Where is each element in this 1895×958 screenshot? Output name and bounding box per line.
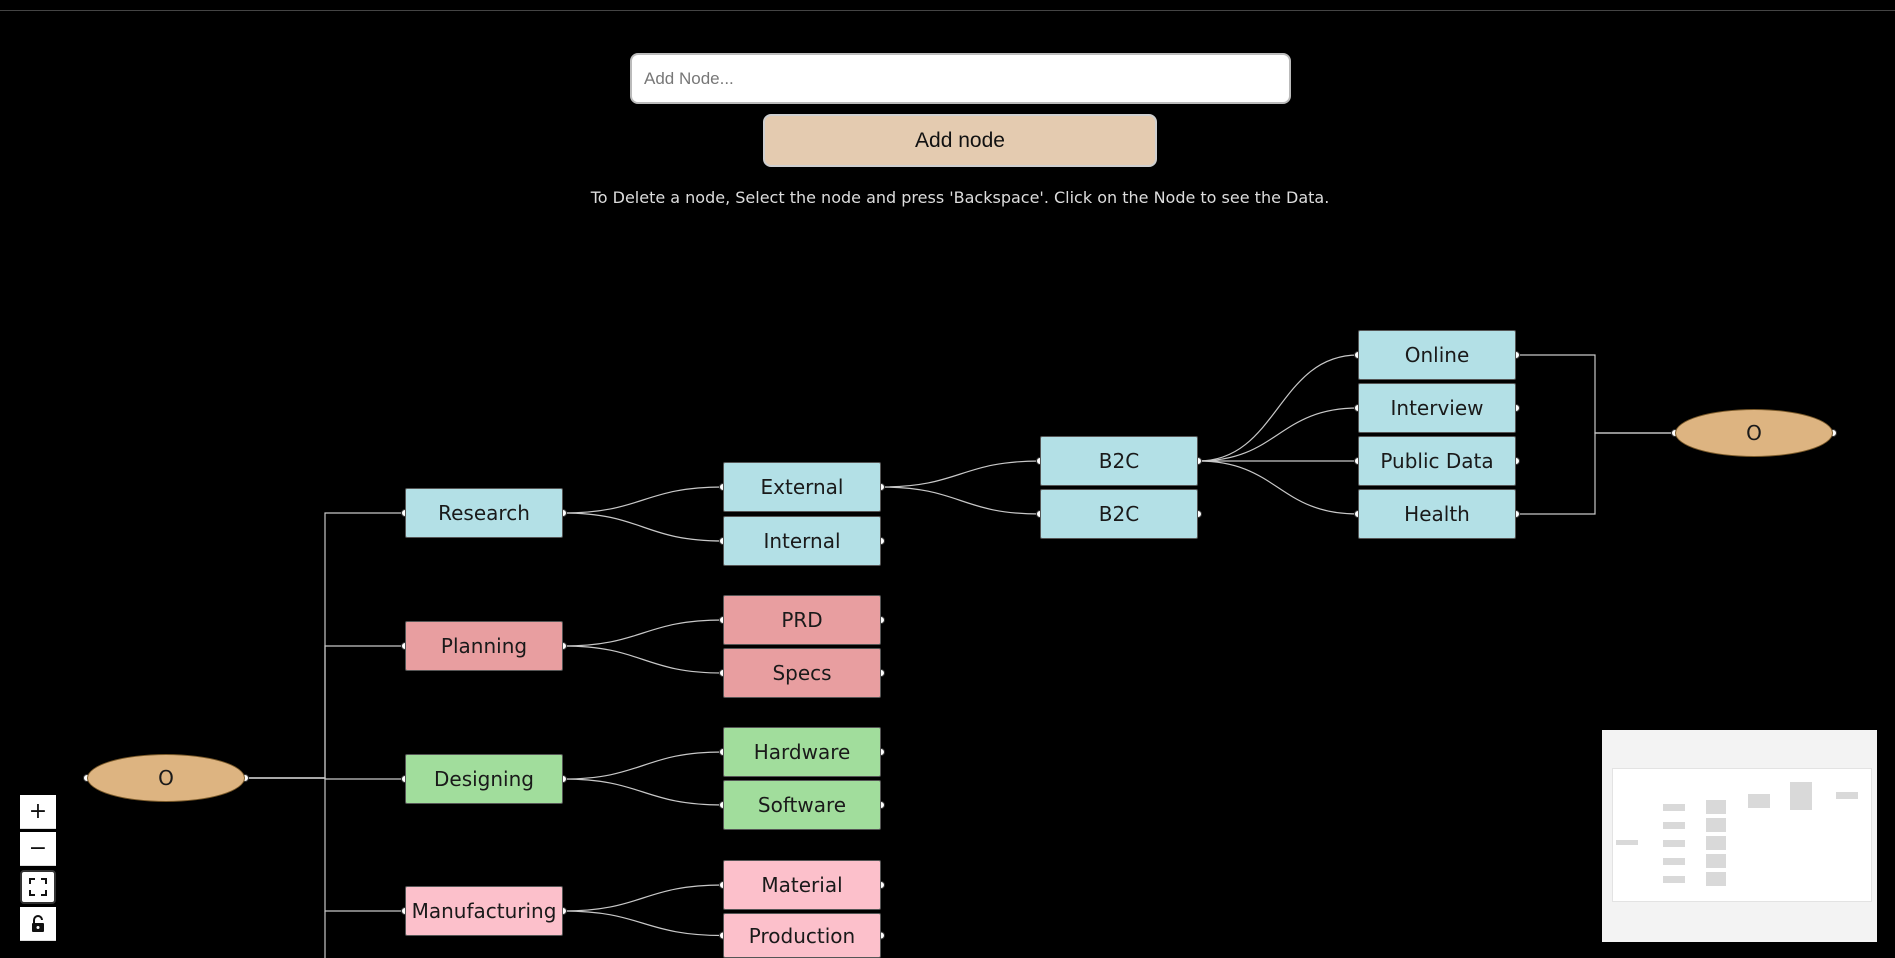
- zoom-in-button[interactable]: +: [20, 795, 56, 829]
- node-planning[interactable]: Planning: [405, 621, 563, 671]
- top-divider: [0, 10, 1895, 11]
- minimap-node: [1706, 818, 1726, 832]
- edge-designing-software[interactable]: [562, 778, 724, 806]
- edge-planning-prd[interactable]: [562, 619, 724, 647]
- node-label: External: [760, 475, 844, 499]
- node-label: O: [158, 766, 174, 790]
- minus-icon: −: [28, 836, 48, 861]
- minimap-node: [1663, 858, 1685, 865]
- node-label: Designing: [434, 767, 534, 791]
- edge-online-end[interactable]: [1516, 354, 1675, 434]
- node-label: O: [1746, 421, 1762, 445]
- node-prd[interactable]: PRD: [723, 595, 881, 645]
- node-interview[interactable]: Interview: [1358, 383, 1516, 433]
- node-label: PRD: [781, 608, 823, 632]
- add-node-button[interactable]: Add node: [763, 114, 1157, 167]
- node-research[interactable]: Research: [405, 488, 563, 538]
- edge-b2c-1-health[interactable]: [1197, 460, 1359, 515]
- node-root[interactable]: O: [87, 754, 245, 802]
- edge-manufacturing-material[interactable]: [562, 884, 724, 912]
- edge-research-external[interactable]: [562, 486, 724, 514]
- edge-designing-hardware[interactable]: [562, 751, 724, 780]
- node-material[interactable]: Material: [723, 860, 881, 910]
- minimap-node: [1706, 854, 1726, 868]
- minimap-node: [1616, 840, 1638, 845]
- node-online[interactable]: Online: [1358, 330, 1516, 380]
- node-label: Research: [438, 501, 530, 525]
- minimap-node: [1748, 794, 1770, 808]
- node-external[interactable]: External: [723, 462, 881, 512]
- instructions-text: To Delete a node, Select the node and pr…: [590, 188, 1330, 207]
- minimap-node: [1663, 840, 1685, 847]
- node-label: Specs: [772, 661, 832, 685]
- minimap-node: [1663, 876, 1685, 883]
- minimap-node: [1790, 782, 1812, 810]
- edge-research-internal[interactable]: [562, 512, 724, 542]
- edge-planning-specs[interactable]: [562, 645, 724, 674]
- node-label: B2C: [1098, 449, 1140, 473]
- minimap-node: [1706, 800, 1726, 814]
- minimap-node: [1663, 804, 1685, 811]
- add-node-input[interactable]: [630, 53, 1291, 104]
- node-end[interactable]: O: [1675, 409, 1833, 457]
- node-software[interactable]: Software: [723, 780, 881, 830]
- node-designing[interactable]: Designing: [405, 754, 563, 804]
- node-label: Manufacturing: [411, 899, 557, 923]
- zoom-out-button[interactable]: −: [20, 832, 56, 866]
- minimap-node: [1663, 822, 1685, 829]
- edge-b2c-1-interview[interactable]: [1197, 407, 1359, 462]
- node-manufacturing[interactable]: Manufacturing: [405, 886, 563, 936]
- node-internal[interactable]: Internal: [723, 516, 881, 566]
- edge-external-b2c-2[interactable]: [880, 486, 1041, 515]
- edge-root-manufacturing[interactable]: [245, 777, 405, 912]
- node-label: Material: [761, 873, 843, 897]
- node-label: Interview: [1390, 396, 1484, 420]
- node-label: Planning: [440, 634, 528, 658]
- lock-icon: [32, 914, 44, 932]
- minimap-node: [1706, 872, 1726, 886]
- node-label: Production: [748, 923, 856, 948]
- minimap-node: [1836, 792, 1858, 799]
- edge-health-end[interactable]: [1516, 432, 1675, 515]
- node-b2c-2[interactable]: B2C: [1040, 489, 1198, 539]
- edge-root-research[interactable]: [245, 512, 405, 779]
- node-label: B2C: [1098, 502, 1140, 526]
- minimap-viewport[interactable]: [1612, 768, 1872, 902]
- minimap-node: [1706, 836, 1726, 850]
- node-specs[interactable]: Specs: [723, 648, 881, 698]
- minimap[interactable]: [1602, 730, 1877, 942]
- fit-view-icon: [29, 878, 47, 896]
- node-label: Public Data: [1380, 449, 1494, 473]
- node-public-data[interactable]: Public Data: [1358, 436, 1516, 486]
- node-hardware[interactable]: Hardware: [723, 727, 881, 777]
- lock-button[interactable]: [20, 907, 56, 941]
- node-label: Software: [757, 793, 847, 817]
- node-production[interactable]: Production: [723, 913, 881, 958]
- edge-b2c-1-online[interactable]: [1197, 354, 1359, 462]
- node-label: Hardware: [753, 740, 851, 764]
- node-label: Health: [1404, 502, 1470, 526]
- edge-manufacturing-production[interactable]: [562, 910, 724, 937]
- node-label: Internal: [763, 529, 841, 553]
- node-label: Online: [1404, 343, 1470, 367]
- fit-view-button[interactable]: [20, 870, 56, 904]
- plus-icon: +: [28, 799, 48, 824]
- node-b2c-1[interactable]: B2C: [1040, 436, 1198, 486]
- edge-external-b2c-1[interactable]: [880, 460, 1041, 488]
- node-health[interactable]: Health: [1358, 489, 1516, 539]
